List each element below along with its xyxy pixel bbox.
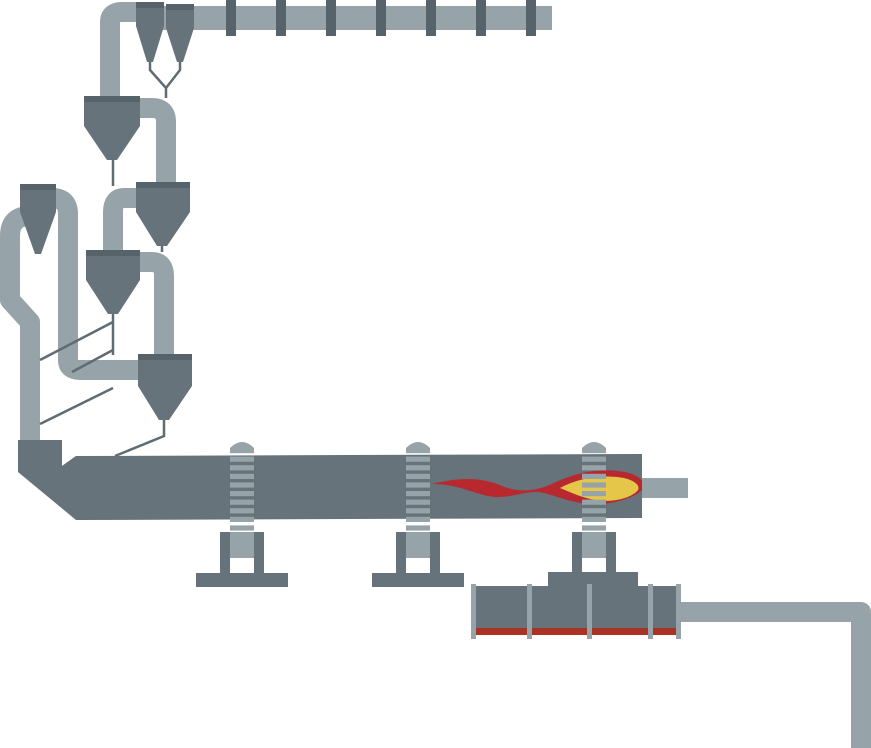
feed-line-c3-left2	[71, 348, 114, 374]
feed-line-c4	[114, 420, 166, 458]
support-base	[372, 573, 464, 587]
tire-segment	[582, 491, 606, 497]
cyclone-top-b	[166, 4, 194, 62]
support-roller	[582, 532, 606, 558]
support-roller	[230, 532, 254, 558]
cooler-drop-chute	[548, 572, 638, 588]
duct-riser	[100, 2, 140, 98]
tire-segment	[230, 491, 254, 497]
kiln-tire	[582, 442, 606, 531]
tire-segment	[406, 473, 430, 479]
cooler-band	[471, 584, 476, 639]
kiln-inlet-chamber	[18, 440, 76, 520]
tire-segment	[230, 482, 254, 488]
cyclone-top-a	[136, 2, 164, 62]
cooler-band	[676, 584, 681, 639]
cyclone-5	[20, 184, 56, 254]
tire-segment	[582, 448, 606, 454]
tire-cap	[406, 442, 430, 448]
tire-segment	[230, 465, 254, 471]
cyclone-2	[136, 182, 190, 246]
kiln-support	[372, 532, 464, 587]
tire-segment	[230, 508, 254, 514]
duct-flange	[276, 0, 286, 36]
tire-segment	[230, 516, 254, 522]
tire-segment	[406, 499, 430, 505]
duct-flange	[526, 0, 536, 36]
tire-segment	[406, 516, 430, 522]
cyclone-1	[84, 96, 140, 160]
kiln-tire	[230, 442, 254, 531]
tire-segment	[582, 508, 606, 514]
cyclone-4	[138, 354, 192, 420]
support-leg-left	[572, 532, 582, 574]
feed-line-c3-left	[39, 320, 114, 362]
pipe-cyclone3-to-cyclone4	[138, 252, 174, 358]
duct-flange	[226, 0, 236, 36]
pipe-cyclone2-to-cyclone3	[103, 188, 138, 256]
material-feed-lines	[39, 60, 182, 458]
tire-segment	[582, 525, 606, 531]
support-leg-right	[430, 532, 440, 574]
cooler-heat-strip	[476, 628, 680, 635]
tire-cap	[230, 442, 254, 448]
duct-flange	[426, 0, 436, 36]
preheater-tower	[20, 2, 194, 420]
feed-line-top	[148, 60, 182, 98]
tire-segment	[582, 482, 606, 488]
cyclone-3	[86, 250, 140, 314]
tire-segment	[582, 499, 606, 505]
tire-segment	[582, 516, 606, 522]
support-leg-left	[220, 532, 230, 574]
kiln-shell	[62, 454, 642, 520]
tire-segment	[230, 448, 254, 454]
duct-flanges	[226, 0, 536, 36]
support-leg-right	[254, 532, 264, 574]
tire-segment	[406, 456, 430, 462]
tire-segment	[582, 473, 606, 479]
duct-flange	[476, 0, 486, 36]
cooler-band	[587, 584, 592, 639]
kiln-support	[196, 532, 288, 587]
pipe-cyclone1-to-cyclone2	[140, 98, 176, 188]
burner-pipe	[642, 478, 688, 498]
support-roller	[406, 532, 430, 558]
tire-segment	[582, 456, 606, 462]
cooler-band	[648, 584, 653, 639]
exhaust-duct	[100, 0, 552, 98]
duct-horizontal	[160, 6, 552, 30]
tire-segment	[582, 465, 606, 471]
tire-cap	[582, 442, 606, 448]
tire-segment	[230, 499, 254, 505]
support-base	[196, 573, 288, 587]
tire-segment	[406, 465, 430, 471]
tire-segment	[406, 482, 430, 488]
cooler-body	[476, 586, 680, 632]
cooler-band	[527, 584, 532, 639]
tire-segment	[230, 456, 254, 462]
tire-segment	[230, 473, 254, 479]
cooler-exit-pipe	[680, 602, 871, 748]
kiln-supports	[196, 532, 616, 587]
duct-flange	[376, 0, 386, 36]
cooler-bands	[471, 584, 681, 639]
feed-line-c4-left	[39, 386, 114, 426]
tire-segment	[406, 491, 430, 497]
support-leg-right	[606, 532, 616, 574]
tire-segment	[406, 508, 430, 514]
pipe-left-riser	[0, 206, 40, 446]
tire-segment	[230, 525, 254, 531]
kiln-tire	[406, 442, 430, 531]
tire-segment	[406, 525, 430, 531]
duct-flange	[326, 0, 336, 36]
clinker-cooler	[471, 572, 871, 748]
support-leg-left	[396, 532, 406, 574]
tire-segment	[406, 448, 430, 454]
flame-core	[560, 476, 639, 501]
rotary-kiln	[18, 440, 688, 587]
kiln-tires	[230, 442, 606, 531]
kiln-support	[572, 532, 616, 574]
